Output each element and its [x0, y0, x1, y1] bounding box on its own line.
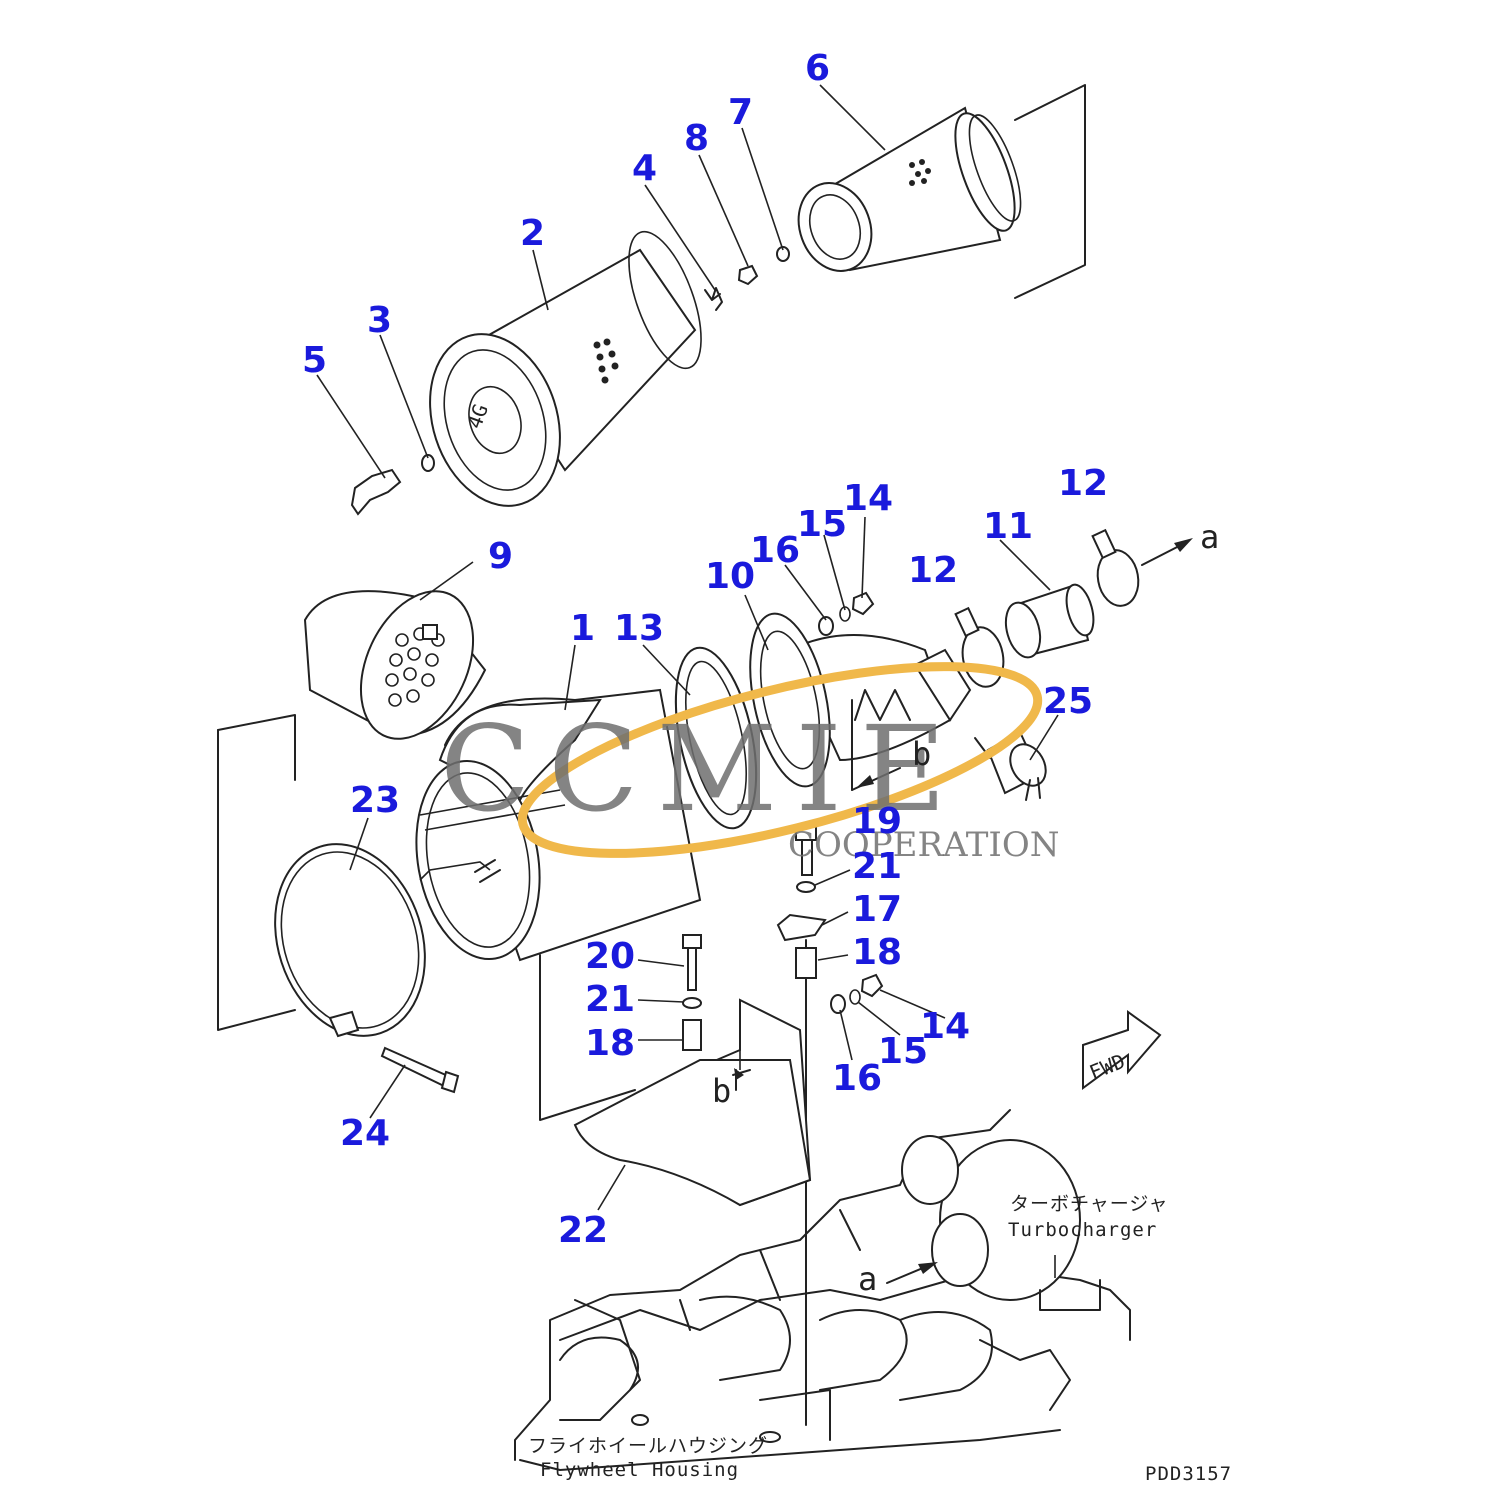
flywheel-housing-label-jp: フライホイールハウジング: [528, 1435, 768, 1457]
watermark: CCMIE COOPERATION: [440, 662, 1060, 865]
part-17-bracket: [776, 913, 827, 942]
callout-23: 23: [350, 780, 400, 821]
arrow-b-lower: [734, 1068, 744, 1091]
part-13-gasket: [674, 646, 758, 830]
ref-b-upper: b: [912, 735, 931, 773]
callout-21-upper: 21: [852, 846, 902, 887]
callout-3: 3: [367, 300, 392, 341]
callout-22: 22: [558, 1210, 608, 1251]
callout-17: 17: [852, 889, 902, 930]
part-6-inner-element: [797, 84, 1086, 299]
arrow-b-upper: [851, 699, 901, 791]
callout-14-upper: 14: [843, 478, 893, 519]
part-5-wing-nut: [350, 468, 402, 516]
part-24-bolt: [380, 1046, 460, 1094]
part-14-nut-lower: [860, 973, 884, 998]
part-8-nut: [737, 264, 759, 286]
callout-10: 10: [705, 556, 755, 597]
callout-numbers: 6 7 8 4 2 3 5 14 12 15 11 16 9 12 10 1 1…: [302, 48, 1108, 1251]
callout-4: 4: [632, 148, 657, 189]
callout-15-lower: 15: [878, 1031, 928, 1072]
part-9-end-cover: [303, 590, 487, 740]
callout-12-right: 12: [1058, 463, 1108, 504]
flywheel-housing-label-en: Flywheel Housing: [540, 1459, 739, 1481]
part-21-washer-lower: [682, 997, 702, 1009]
watermark-brand: CCMIE: [440, 700, 964, 838]
callout-9: 9: [488, 536, 513, 577]
callout-18-lower: 18: [585, 1023, 635, 1064]
part-22-bracket: [573, 998, 812, 1207]
callout-2: 2: [520, 213, 545, 254]
part-15-washer-lower: [849, 989, 861, 1005]
callout-19: 19: [852, 801, 902, 842]
part-18-spacer-lower: [682, 1019, 702, 1051]
callout-13: 13: [614, 608, 664, 649]
callout-8: 8: [684, 118, 709, 159]
callout-5: 5: [302, 340, 327, 381]
part-23-clamp-band: [274, 843, 426, 1038]
part-16-washer-lower: [830, 994, 846, 1014]
reference-letters: a b b a: [712, 518, 1219, 1298]
callout-18-upper: 18: [852, 932, 902, 973]
arrow-a-top: [1141, 538, 1193, 566]
part-7-washer: [776, 246, 790, 262]
callout-6: 6: [805, 48, 830, 89]
part-20-bolt: [682, 934, 702, 991]
fwd-direction-symbol: [1082, 1010, 1162, 1090]
drawing-number: PDD3157: [1145, 1463, 1232, 1485]
turbocharger-drawing: [901, 1135, 1101, 1311]
part-12-clamp-b: [1091, 528, 1140, 607]
watermark-subtitle: COOPERATION: [788, 825, 1060, 865]
part-4-clip: [704, 287, 723, 311]
ref-b-lower: b: [712, 1072, 731, 1110]
ref-a-bottom: a: [858, 1260, 877, 1298]
callout-24: 24: [340, 1113, 390, 1154]
part-2-outer-element: 4G: [429, 230, 702, 507]
arrow-a-bottom: [886, 1262, 938, 1284]
callout-25: 25: [1043, 681, 1093, 722]
ref-a-top: a: [1200, 518, 1219, 556]
part-18-spacer-upper: [795, 947, 817, 979]
part-1-air-cleaner-body: [217, 688, 702, 1121]
turbocharger-label-en: Turbocharger: [1008, 1219, 1157, 1241]
part-11-hose: [1004, 583, 1095, 659]
turbocharger-label-jp: ターボチャージャ: [1010, 1193, 1168, 1215]
callout-1: 1: [570, 608, 595, 649]
callout-16-upper: 16: [750, 530, 800, 571]
callout-16-lower: 16: [832, 1058, 882, 1099]
callout-11: 11: [983, 506, 1033, 547]
callout-7: 7: [728, 92, 753, 133]
callout-15-upper: 15: [797, 504, 847, 545]
callout-20: 20: [585, 936, 635, 977]
part-15-washer-upper: [839, 606, 851, 622]
part-14-nut-upper: [851, 591, 875, 616]
callout-12-left: 12: [908, 550, 958, 591]
leader-lines: [316, 84, 1059, 1278]
part-16-washer-upper: [818, 616, 834, 636]
part-21-washer-upper: [796, 881, 816, 893]
part-3-washer: [421, 454, 435, 472]
callout-14-lower: 14: [920, 1006, 970, 1047]
callout-21-lower: 21: [585, 979, 635, 1020]
